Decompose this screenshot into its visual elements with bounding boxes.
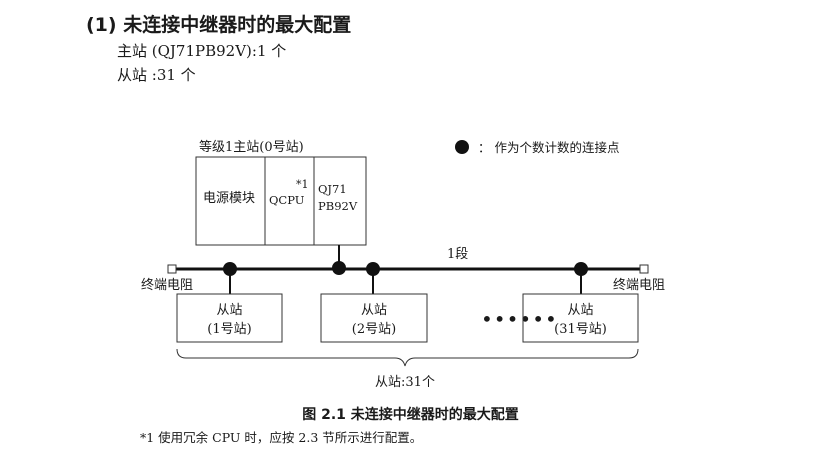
slave-31-box (522, 293, 639, 343)
slave-2-box (320, 293, 428, 343)
slave-31-connection-dot-icon (574, 262, 588, 276)
slave-count-line: 从站 :31 个 (117, 66, 196, 84)
rack-outline (195, 156, 367, 246)
figure-caption: 图 2.1 未连接中继器时的最大配置 (302, 407, 519, 423)
slave-1-station: (1号站) (207, 322, 251, 337)
cpu-note-mark: *1 (296, 178, 309, 191)
slave-1-connection-dot-icon (223, 262, 237, 276)
slave-2-label: 从站 (361, 303, 387, 318)
slave-1-label: 从站 (216, 303, 242, 318)
slave-31-label: 从站 (567, 303, 593, 318)
ellipsis-dots: •••••• (481, 307, 558, 331)
network-diagram: 等级1主站(0号站) 电源模块 QCPU *1 QJ71 PB92V ： 作为个… (141, 139, 665, 390)
terminator-right-icon (639, 264, 649, 274)
master-connection-dot-icon (332, 261, 346, 275)
legend-text: ： 作为个数计数的连接点 (478, 140, 619, 155)
master-rack: 电源模块 QCPU *1 QJ71 PB92V (195, 156, 367, 246)
slave-2-connection-dot-icon (366, 262, 380, 276)
legend-dot-icon (455, 140, 469, 154)
master-count-line: 主站 (QJ71PB92V):1 个 (117, 42, 287, 60)
brace-label: 从站:31个 (375, 375, 435, 390)
footnote: *1 使用冗余 CPU 时，应按 2.3 节所示进行配置。 (140, 430, 423, 445)
segment-label: 1段 (447, 247, 468, 262)
terminator-left-icon (167, 264, 177, 274)
slave-31-station: (31号站) (554, 322, 607, 337)
qj71-module-label-line2: PB92V (318, 199, 358, 213)
terminator-right-label: 终端电阻 (613, 277, 665, 293)
slave-group-brace (176, 348, 639, 367)
cpu-module-label: QCPU (269, 193, 305, 207)
slave-1-box (176, 293, 283, 343)
qj71-module-label-line1: QJ71 (318, 182, 347, 196)
slave-2-station: (2号站) (352, 322, 396, 337)
power-module-label: 电源模块 (203, 191, 255, 206)
master-station-label: 等级1主站(0号站) (199, 139, 304, 155)
section-heading: (1) 未连接中继器时的最大配置 (86, 14, 352, 36)
terminator-left-label: 终端电阻 (141, 277, 193, 293)
